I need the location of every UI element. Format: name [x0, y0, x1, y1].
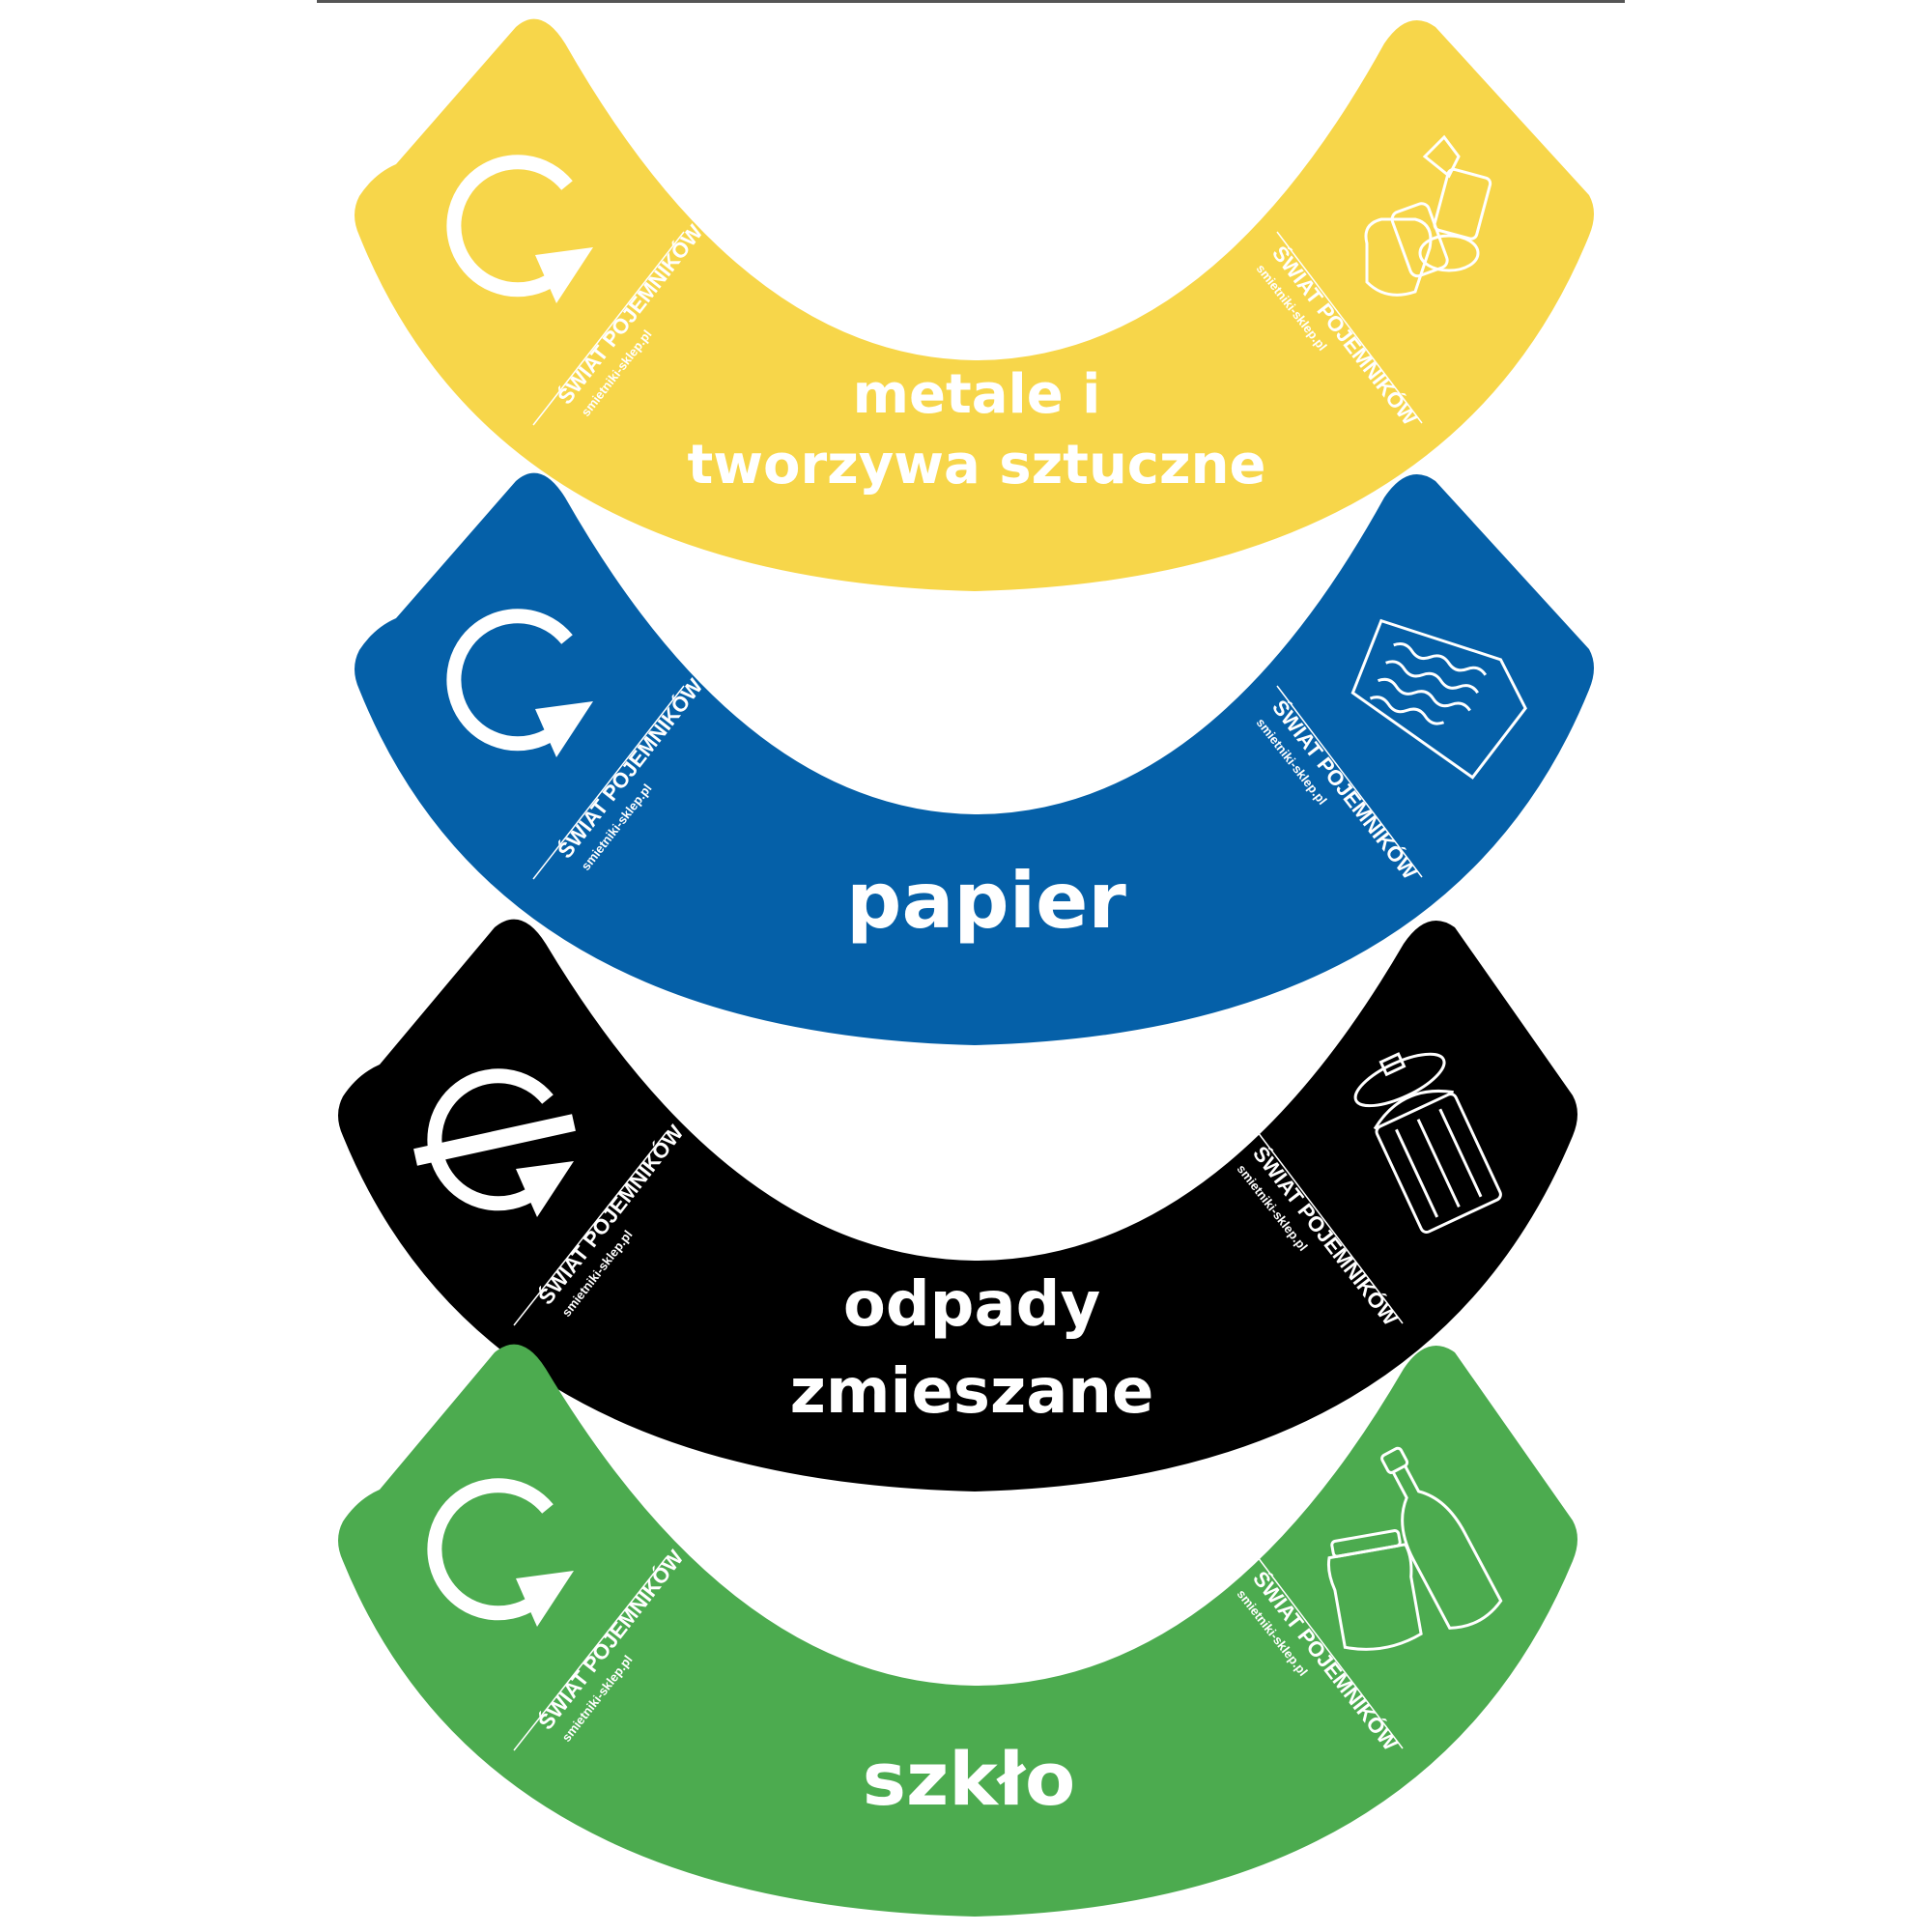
band-divider-right — [1276, 231, 1423, 424]
label-band-metal-plastic: ŚWIAT POJEMNIKÓW smietniki-sklep.pl ŚWIA… — [355, 18, 1594, 592]
band-divider-right — [1257, 1131, 1404, 1324]
crossed-recycle-icon — [413, 1076, 574, 1217]
band-shape — [338, 919, 1577, 1492]
label-title-line1: szkło — [863, 1736, 1075, 1822]
band-divider-left — [532, 231, 685, 426]
label-title-line2: tworzywa sztuczne — [688, 434, 1266, 497]
band-shape — [338, 1344, 1577, 1917]
label-title-line1: odpady — [843, 1269, 1100, 1341]
band-divider-left — [513, 1131, 668, 1326]
band-shape — [355, 18, 1594, 592]
band-shape — [355, 472, 1594, 1046]
label-band-mixed-waste: ŚWIAT POJEMNIKÓW smietniki-sklep.pl ŚWIA… — [338, 919, 1577, 1492]
label-title-line1: papier — [846, 856, 1126, 946]
label-band-glass: ŚWIAT POJEMNIKÓW smietniki-sklep.pl ŚWIA… — [338, 1344, 1577, 1917]
band-divider-left — [532, 685, 685, 880]
band-divider-right — [1276, 685, 1423, 878]
label-band-paper: ŚWIAT POJEMNIKÓW smietniki-sklep.pl ŚWIA… — [355, 472, 1594, 1046]
paper-icon — [1350, 618, 1527, 780]
band-divider-left — [513, 1556, 668, 1751]
label-title-line2: zmieszane — [790, 1356, 1154, 1428]
mixed-waste-bin-icon — [1353, 1052, 1502, 1234]
band-divider-right — [1257, 1556, 1404, 1749]
plastic-metal-packaging-icon — [1364, 134, 1492, 297]
label-title-line1: metale i — [853, 363, 1101, 426]
glass-bottle-jar-icon — [1326, 1446, 1503, 1651]
top-divider-line — [317, 0, 1625, 3]
